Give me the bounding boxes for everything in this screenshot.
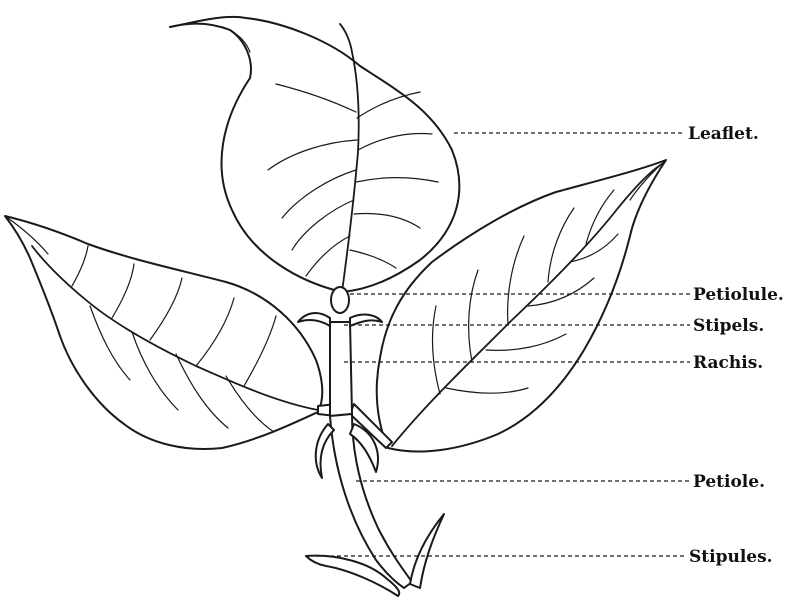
label-stipels: Stipels. (693, 316, 764, 336)
label-stipules: Stipules. (689, 547, 773, 567)
label-rachis: Rachis. (693, 353, 763, 373)
petiolule-knob (331, 287, 349, 313)
stipule-base-right (410, 514, 444, 588)
terminal-leaflet (170, 17, 459, 292)
stipule-upper-left (316, 424, 334, 478)
stipel-left (298, 313, 330, 326)
labels: Leaflet. Petiolule. Stipels. Rachis. Pet… (688, 124, 784, 567)
label-leaflet: Leaflet. (688, 124, 759, 144)
label-petiolule: Petiolule. (693, 285, 784, 305)
label-petiole: Petiole. (693, 472, 765, 492)
stipel-right (350, 315, 382, 326)
